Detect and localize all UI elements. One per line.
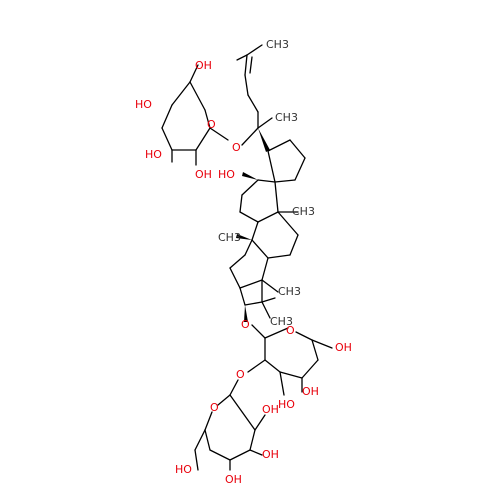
label-ho12: HO <box>218 168 235 181</box>
label-sugar2-oh4: OH <box>302 385 319 398</box>
label-sugar1-ring-o: O <box>207 118 216 131</box>
sugar1-bonds <box>161 64 229 166</box>
label-sugar1-ho4: HO <box>135 98 152 111</box>
label-sugar3-ch2oh: HO <box>175 463 192 476</box>
label-sugar3-oh3: OH <box>225 473 242 486</box>
ring-b-bonds <box>236 211 299 259</box>
label-me10: CH3 <box>218 231 241 244</box>
label-me4b: CH3 <box>270 315 293 328</box>
sugar2-bonds <box>247 324 333 396</box>
label-sugar2-ring-o: O <box>286 324 295 337</box>
ring-a-bonds <box>229 239 279 322</box>
label-glyco-o1: O <box>232 141 241 154</box>
label-me14: CH3 <box>292 205 315 218</box>
atom-labels: CH3 OH HO HO OH O O CH3 HO CH3 CH3 CH3 C… <box>135 38 352 486</box>
label-sugar2-ho3: HO <box>278 398 295 411</box>
side-chain-bonds <box>236 44 273 152</box>
label-sugar1-oh2: OH <box>195 168 212 181</box>
label-sugar3-oh4: OH <box>262 448 279 461</box>
label-sugar3-ring-o: O <box>210 401 219 414</box>
label-glyco-o3: O <box>241 318 250 331</box>
sugar3-bonds <box>194 379 266 471</box>
label-me4a: CH3 <box>278 285 301 298</box>
ring-c-bonds <box>239 172 299 223</box>
label-glyco-o2: O <box>236 368 245 381</box>
label-me-a: CH3 <box>266 38 289 51</box>
label-me-side: CH3 <box>275 111 298 124</box>
label-sugar1-ch2oh: OH <box>195 59 212 72</box>
label-sugar1-ho3: HO <box>145 148 162 161</box>
ring-d-bonds <box>267 139 306 183</box>
label-sugar2-ch2oh: OH <box>335 341 352 354</box>
label-sugar3-oh2: OH <box>262 403 279 416</box>
